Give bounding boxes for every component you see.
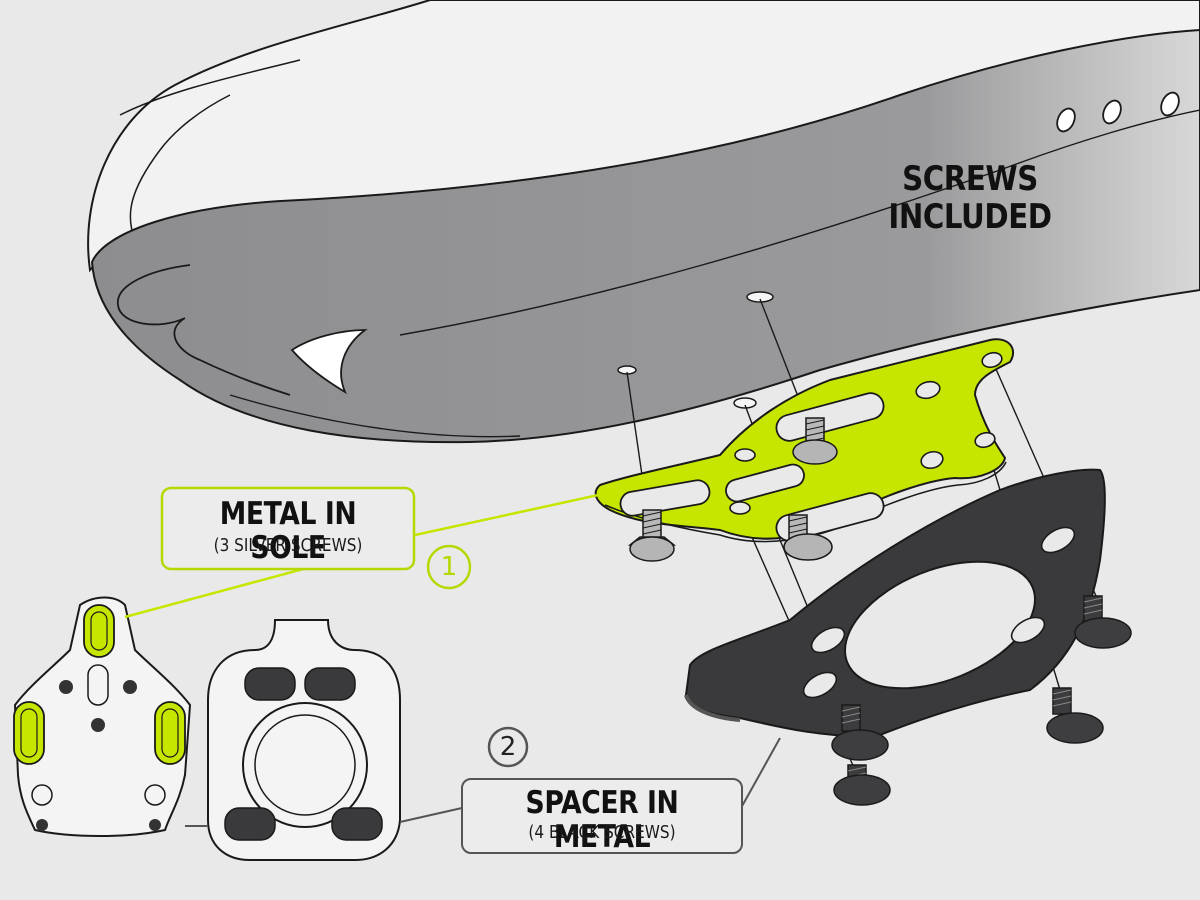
number-2: 2: [499, 732, 517, 762]
metal-in-sole-title: METAL IN SOLE: [219, 496, 357, 566]
sole-line-lower: [229, 394, 521, 438]
plate-hole: [981, 351, 1003, 369]
screws-included-line2: INCLUDED: [888, 197, 1052, 237]
screws-included-label: SCREWS INCLUDED: [875, 160, 1064, 236]
number-1: 1: [440, 552, 458, 582]
spacer-flat-view: [207, 619, 401, 861]
plate-hole: [915, 380, 941, 400]
plate-hole: [734, 448, 756, 462]
plate-hole: [729, 501, 751, 515]
shoe-sole: [90, 28, 1200, 444]
cleat-slot-yellow: [13, 701, 45, 765]
sole-toe-curl: [117, 264, 291, 396]
plate-hole: [974, 431, 996, 449]
black-screw: [833, 764, 891, 806]
sole-slit: [290, 329, 368, 395]
cleat-slot-yellow: [83, 604, 115, 658]
spacer-in-metal-title: SPACER IN METAL: [525, 785, 679, 855]
spacer-plate: [684, 468, 1106, 737]
sole-hole: [746, 291, 774, 303]
spacer-hole: [1010, 616, 1046, 644]
cleat-flat-view: [13, 596, 192, 837]
shoe: [87, 0, 1200, 444]
sole-hole: [733, 397, 757, 409]
metal-label-box: [160, 486, 416, 571]
shoe-upper-line: [119, 59, 301, 116]
leader-spacer-to-flat: [399, 807, 463, 823]
spacer-in-metal-subtitle: (4 BLACK SCREWS): [528, 822, 676, 843]
black-screws: [831, 595, 1132, 806]
leader-metal-to-plate: [414, 490, 613, 537]
spacer-hole: [802, 671, 838, 699]
leader-metal-to-cleat: [124, 563, 319, 619]
screws-included-line1: SCREWS: [902, 159, 1038, 199]
spacer-center-hole: [844, 560, 1036, 690]
leader-lines: [124, 490, 781, 827]
vent-hole: [1160, 91, 1180, 117]
spacer-hole: [810, 626, 846, 654]
leader-spacer-to-plate: [740, 737, 781, 809]
vent-hole: [1102, 99, 1122, 125]
black-screw: [1074, 595, 1132, 649]
spacer-hole: [1040, 526, 1076, 554]
silver-screw: [783, 514, 833, 561]
black-screw: [1046, 687, 1104, 744]
number-1-circle: [426, 544, 472, 590]
plate-slot: [725, 463, 805, 503]
number-2-circle: [487, 726, 529, 768]
spacer-label-box: [461, 778, 743, 854]
silver-screws: [627, 417, 838, 562]
silver-screw: [792, 417, 838, 465]
metal-in-sole-subtitle: (3 SILVER SCREWS): [213, 535, 363, 556]
plate-hole: [920, 450, 944, 470]
shoe-toe-line: [129, 94, 231, 241]
plate-slot: [775, 392, 885, 442]
silver-screw: [627, 509, 677, 562]
plate-slot: [619, 479, 711, 517]
cleat-slot-yellow: [154, 701, 186, 765]
cleat-body: [13, 596, 192, 837]
sole-line-upper: [399, 109, 1200, 336]
vent-hole: [1056, 107, 1076, 133]
black-screw: [831, 704, 889, 761]
